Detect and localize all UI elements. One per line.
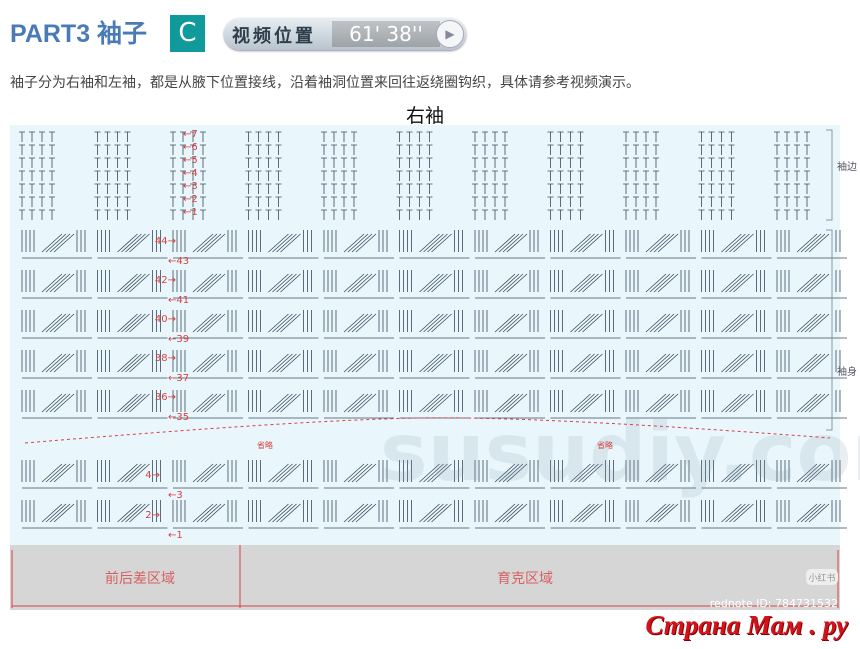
side-label-body: 袖身 bbox=[837, 365, 857, 378]
row-number-body: ←35 bbox=[168, 412, 189, 423]
video-position-button[interactable]: 视频位置 61' 38'' ▶ bbox=[224, 18, 466, 50]
row-number-body: 36→ bbox=[155, 392, 176, 403]
stitch-pattern bbox=[19, 131, 847, 529]
row-numbers: ←7 ←6 ←5 ←4 ←3 ←2 ←1 ←43 ←41 ←39 ←37 ←35 44→ 42→ 40→ 38… bbox=[145, 129, 198, 541]
rednote-id: rednote ID: 784731532 bbox=[710, 597, 838, 610]
omit-label-right: 省略 bbox=[597, 440, 613, 450]
stitch-symbols bbox=[19, 131, 847, 529]
row-number-cuff: ←4 bbox=[183, 168, 198, 179]
app-badge: 小红书 bbox=[808, 572, 835, 584]
row-number-body: 44→ bbox=[155, 236, 176, 247]
chart-subtitle: 右袖 bbox=[406, 105, 445, 127]
row-number-lower: 2→ bbox=[145, 510, 160, 521]
zone-left-label: 前后差区域 bbox=[105, 570, 175, 587]
play-icon[interactable]: ▶ bbox=[436, 20, 464, 48]
row-number-lower: 4→ bbox=[145, 470, 160, 481]
page-title: PART3 袖子 bbox=[10, 20, 148, 48]
description: 袖子分为右袖和左袖，都是从腋下位置接线，沿着袖洞位置来回往返绕圈钩织，具体请参考… bbox=[10, 75, 640, 91]
row-number-lower: ←3 bbox=[168, 490, 183, 501]
row-number-cuff: ←2 bbox=[183, 194, 198, 205]
omit-curve bbox=[24, 417, 831, 444]
row-number-cuff: ←5 bbox=[183, 155, 198, 166]
row-number-body: 40→ bbox=[155, 314, 176, 325]
video-label: 视频位置 bbox=[232, 26, 316, 47]
omit-label-left: 省略 bbox=[257, 440, 273, 450]
row-number-cuff: ←6 bbox=[183, 142, 198, 153]
video-time: 61' 38'' bbox=[332, 21, 440, 47]
crochet-chart: susudiy.com 前后差区域 育克区域 小红书 rednote ID: 7… bbox=[10, 125, 860, 610]
section-badge: C bbox=[170, 15, 205, 52]
row-number-cuff: ←1 bbox=[183, 207, 198, 218]
zone-right-label: 育克区域 bbox=[497, 571, 553, 587]
row-number-body: ←41 bbox=[168, 295, 189, 306]
side-label-cuff: 袖边 bbox=[837, 160, 857, 173]
site-logo: Страна Мам . ру bbox=[645, 610, 848, 640]
app-badge-bg bbox=[806, 569, 838, 585]
row-number-lower: ←1 bbox=[168, 530, 183, 541]
row-number-cuff: ←7 bbox=[183, 129, 198, 140]
watermark: susudiy.com bbox=[380, 406, 860, 499]
row-number-body: ←37 bbox=[168, 373, 189, 384]
row-number-body: ←43 bbox=[168, 256, 189, 267]
row-number-body: ←39 bbox=[168, 334, 189, 345]
row-number-body: 38→ bbox=[155, 353, 176, 364]
grey-zone bbox=[10, 545, 840, 610]
row-number-body: 42→ bbox=[155, 275, 176, 286]
side-brackets bbox=[826, 129, 833, 431]
row-number-cuff: ←3 bbox=[183, 181, 198, 192]
